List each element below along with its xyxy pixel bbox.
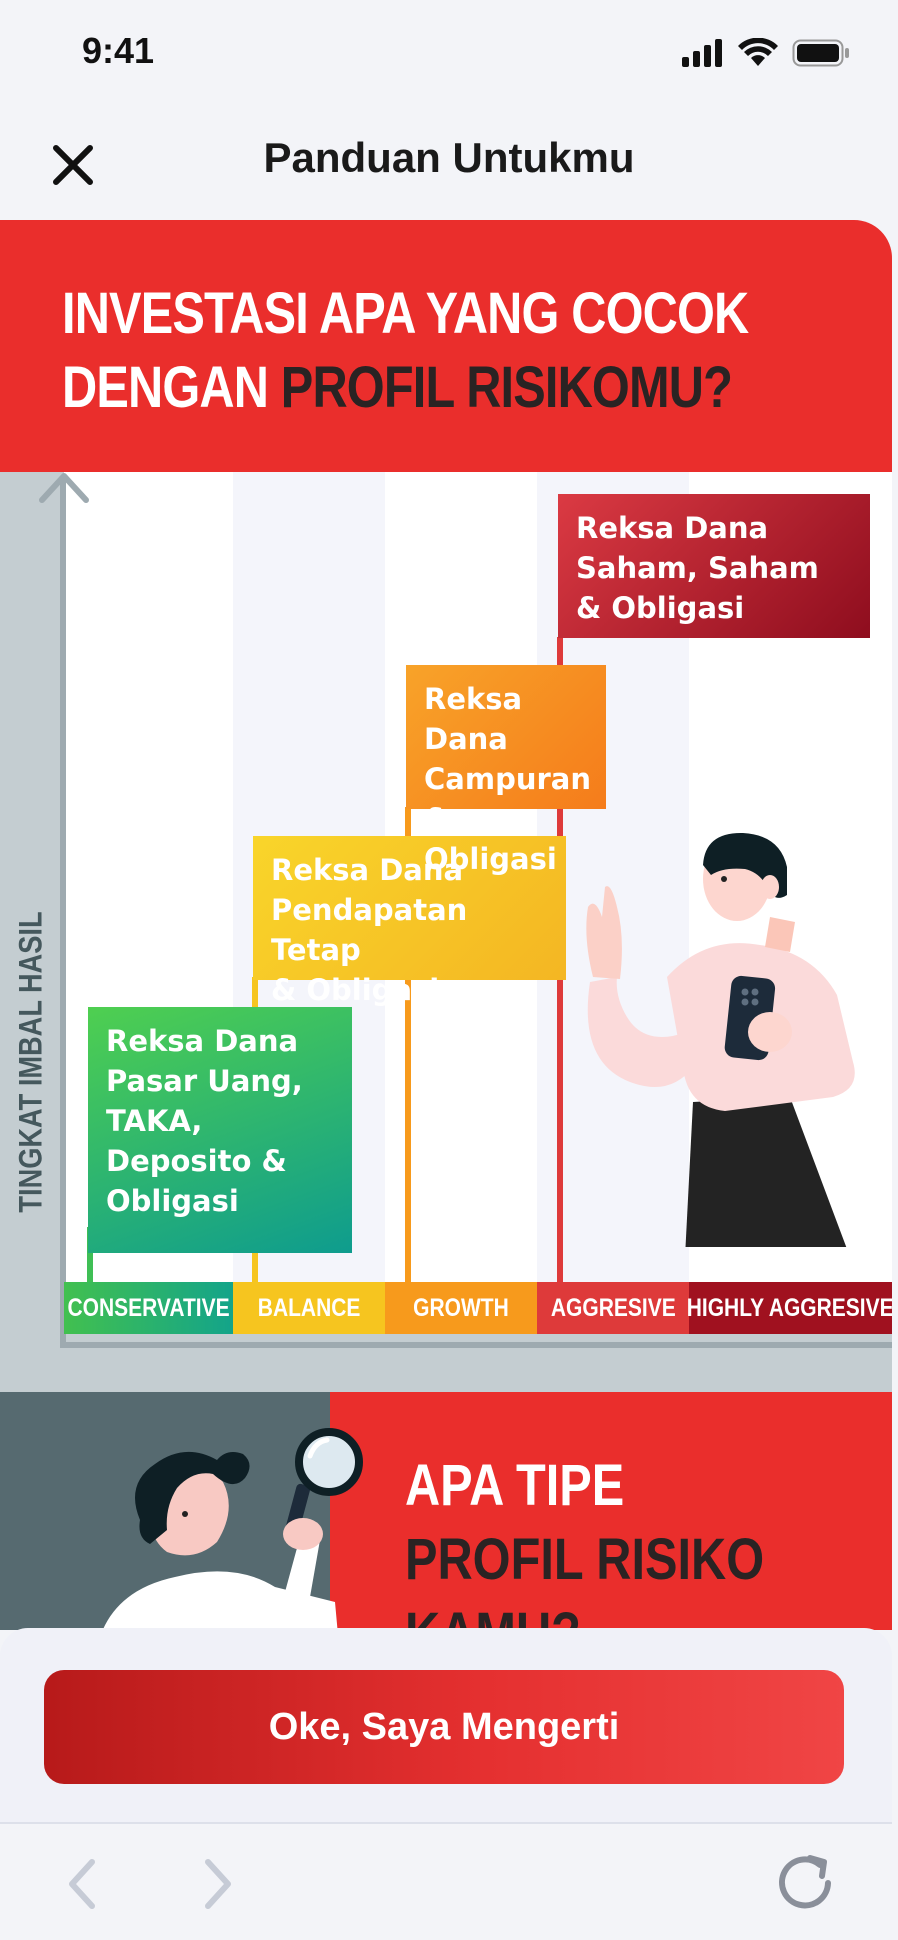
box-aggresive-line: Saham, Saham xyxy=(576,551,819,585)
box-growth-line: & Obligasi xyxy=(424,802,557,876)
category-highly-aggresive-label: HIGHLY AGGRESIVE xyxy=(687,1293,892,1322)
promo-title-line3: KAMU? xyxy=(405,1600,581,1630)
box-growth: Reksa Dana Campuran & Obligasi xyxy=(406,665,606,876)
battery-icon xyxy=(792,39,849,67)
category-growth: GROWTH xyxy=(385,1282,537,1334)
box-growth-line: Reksa Dana xyxy=(424,682,523,756)
box-conservative: Reksa Dana Pasar Uang, TAKA, Deposito & … xyxy=(88,1007,352,1253)
category-highly-aggresive: HIGHLY AGGRESIVE xyxy=(687,1282,892,1334)
box-conservative-line: Deposito & xyxy=(106,1144,287,1178)
cellular-signal-icon xyxy=(682,39,722,67)
y-axis-label: TINGKAT IMBAL HASIL xyxy=(12,911,49,1213)
header: Panduan Untukmu xyxy=(0,110,898,220)
man-illustration xyxy=(586,832,855,1247)
category-balance: BALANCE xyxy=(233,1282,385,1334)
banner-title-line2: DENGAN PROFIL RISIKOMU? xyxy=(62,354,733,421)
x-axis-line xyxy=(60,1342,892,1348)
back-arrow-icon[interactable] xyxy=(62,1856,102,1912)
promo-title-line2: PROFIL RISIKO xyxy=(405,1527,765,1592)
box-aggresive: Reksa Dana Saham, Saham & Obligasi xyxy=(558,494,870,638)
box-conservative-line: Obligasi xyxy=(106,1184,239,1218)
y-axis-line xyxy=(60,480,66,1348)
close-icon xyxy=(53,145,93,185)
woman-with-magnifier-illustration xyxy=(102,1428,363,1630)
page-title: Panduan Untukmu xyxy=(263,134,635,181)
status-time: 9:41 xyxy=(82,30,155,71)
stem-growth xyxy=(405,807,411,1284)
status-bar: 9:41 xyxy=(0,0,898,110)
reload-icon[interactable] xyxy=(770,1848,840,1918)
box-conservative-line: TAKA, xyxy=(106,1104,203,1138)
box-balance-line: Pendapatan Tetap xyxy=(271,893,468,967)
category-balance-label: BALANCE xyxy=(257,1293,361,1322)
wifi-icon xyxy=(738,38,778,66)
close-button[interactable] xyxy=(48,140,98,190)
guide-content[interactable]: INVESTASI APA YANG COCOK DENGAN PROFIL R… xyxy=(0,220,892,1630)
box-balance-line: Reksa Dana xyxy=(271,853,464,887)
stem-conservative xyxy=(87,1227,93,1284)
browser-toolbar xyxy=(0,1826,898,1940)
box-balance: Reksa Dana Pendapatan Tetap & Obligasi xyxy=(253,836,566,1007)
risk-profile-chart: TINGKAT IMBAL HASIL Reksa Dana Pasar Uan… xyxy=(0,472,892,1392)
promo-title-line1: APA TIPE xyxy=(405,1453,625,1518)
banner-title-highlight: PROFIL RISIKOMU? xyxy=(280,355,733,420)
promo-section: APA TIPE PROFIL RISIKO KAMU? xyxy=(0,1392,892,1630)
banner: INVESTASI APA YANG COCOK DENGAN PROFIL R… xyxy=(0,220,892,472)
box-balance-line: & Obligasi xyxy=(271,973,440,1007)
y-axis-band xyxy=(0,472,64,1392)
banner-title-line1: INVESTASI APA YANG COCOK xyxy=(62,281,749,346)
box-conservative-line: Reksa Dana xyxy=(106,1024,299,1058)
box-conservative-line: Pasar Uang, xyxy=(106,1064,303,1098)
category-growth-label: GROWTH xyxy=(413,1293,509,1322)
arrow-up-icon xyxy=(39,473,89,503)
x-axis-band xyxy=(0,1332,892,1392)
category-aggresive-label: AGGRESIVE xyxy=(550,1293,676,1322)
category-conservative-label: CONSERVATIVE xyxy=(67,1293,230,1322)
category-conservative: CONSERVATIVE xyxy=(64,1282,233,1334)
banner-title-prefix: DENGAN xyxy=(62,355,281,420)
box-growth-line: Campuran xyxy=(424,762,591,796)
box-aggresive-line: Reksa Dana xyxy=(576,511,769,545)
category-aggresive: AGGRESIVE xyxy=(537,1282,689,1334)
understood-button[interactable]: Oke, Saya Mengerti xyxy=(44,1670,844,1784)
forward-arrow-icon[interactable] xyxy=(198,1856,238,1912)
box-aggresive-line: & Obligasi xyxy=(576,591,745,625)
status-icons xyxy=(682,38,850,68)
bottom-sheet: Oke, Saya Mengerti xyxy=(0,1628,892,1824)
